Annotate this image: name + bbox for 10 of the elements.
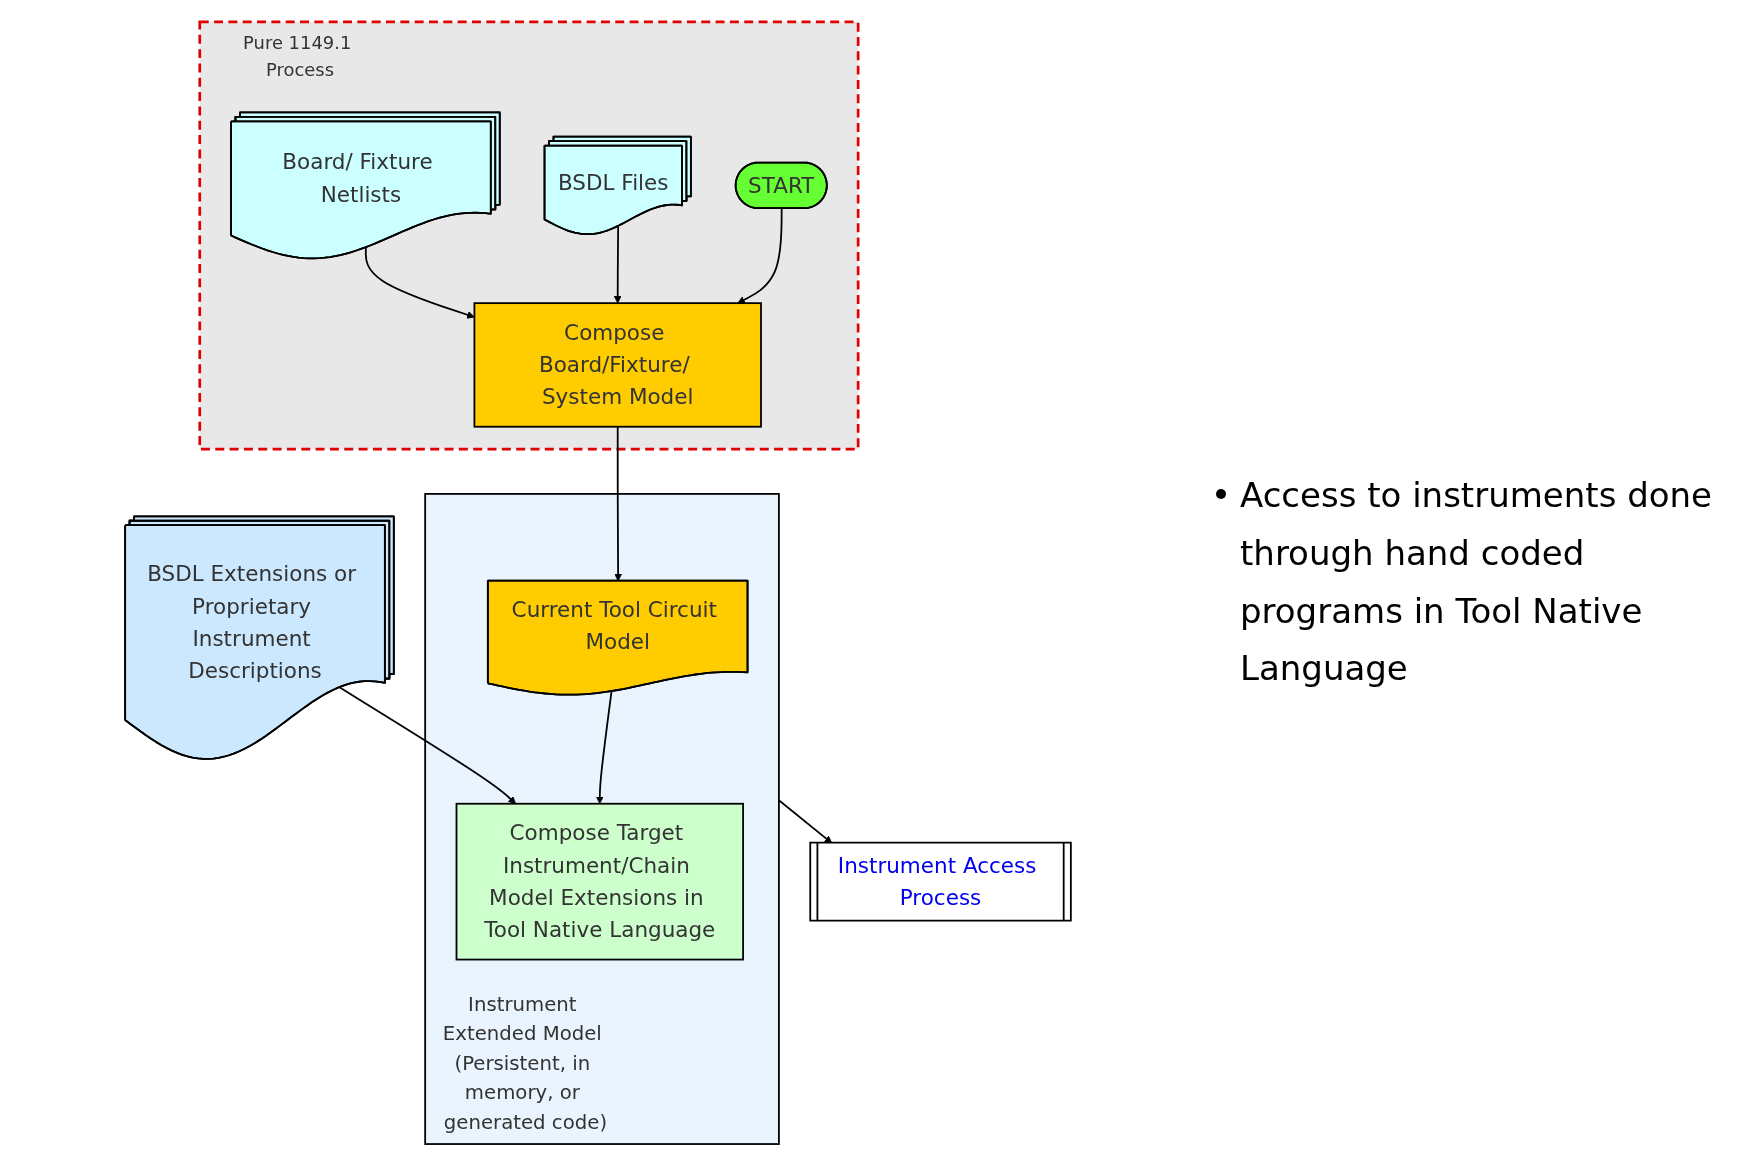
arrow	[364, 246, 475, 319]
arrow	[778, 798, 833, 843]
arrow	[339, 686, 517, 804]
node-box: Compose Target Instrument/Chain Model Extensions in Tool Native Language	[455, 802, 744, 960]
node-box: Compose Board/Fixture/ System Model	[473, 301, 762, 428]
arrow	[595, 690, 613, 804]
arrow	[737, 207, 783, 303]
arrow	[614, 425, 623, 581]
bullet-note: Access to instruments done through hand coded programs in Tool Native Language	[1240, 473, 1713, 691]
arrow	[613, 225, 622, 303]
